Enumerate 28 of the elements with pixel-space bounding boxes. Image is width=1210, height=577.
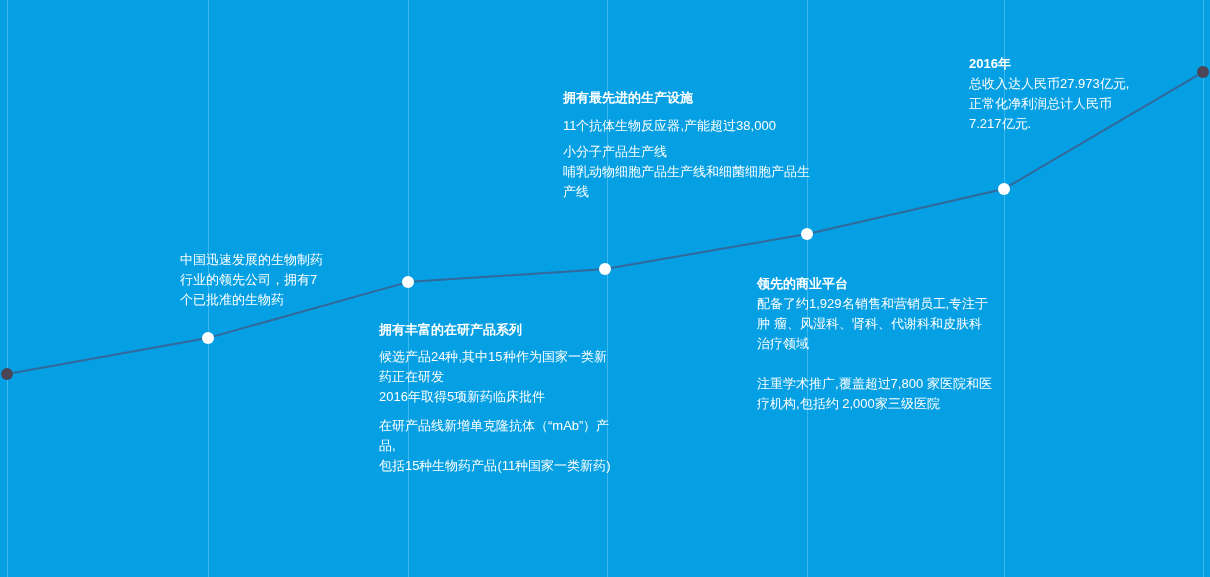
milestone-text: 11个抗体生物反应器,产能超过38,000 xyxy=(563,117,777,135)
milestone-text: 注重学术推广,覆盖超过7,800 家医院和医疗机构,包括约 2,000家三级医院 xyxy=(757,375,992,413)
milestone-text: 在研产品线新增单克隆抗体（“mAb”）产品, xyxy=(379,417,611,455)
milestone-text: 中国迅速发展的生物制药行业的领先公司，拥有7个已批准的生物药 xyxy=(180,251,324,309)
timeline-point xyxy=(202,332,214,344)
milestone-text: 2016年取得5项新药临床批件 xyxy=(379,388,547,406)
milestone-text: 候选产品24种,其中15种作为国家一类新药正在研发 xyxy=(379,348,608,386)
timeline-line xyxy=(609,234,803,269)
timeline-line xyxy=(413,268,600,283)
milestone-text: 总收入达人民币27.973亿元,正常化净利润总计人民币7.217亿元. xyxy=(969,75,1131,133)
timeline-point xyxy=(1197,66,1209,78)
timeline-point xyxy=(998,183,1010,195)
timeline-line xyxy=(1008,74,1199,187)
milestone-heading: 拥有最先进的生产设施 xyxy=(563,89,694,107)
timeline-point xyxy=(599,263,611,275)
timeline-point xyxy=(801,228,813,240)
milestone-text: 包括15种生物药产品(11种国家一类新药) xyxy=(379,457,612,475)
milestone-text: 哺乳动物细胞产品生产线和细菌细胞产品生产线 xyxy=(563,163,811,201)
timeline-line xyxy=(811,189,1000,234)
milestone-text: 配备了约1,929名销售和营销员工,专注于肿 瘤、风湿科、肾科、代谢科和皮肤科治疗领域 xyxy=(757,295,990,353)
milestone-heading: 领先的商业平台 xyxy=(757,275,849,293)
milestone-heading: 拥有丰富的在研产品系列 xyxy=(379,321,523,339)
timeline-line xyxy=(212,282,404,338)
milestone-text: 小分子产品生产线 xyxy=(563,143,668,161)
milestone-heading: 2016年 xyxy=(969,55,1012,73)
timeline-line xyxy=(11,338,204,374)
timeline-point xyxy=(1,368,13,380)
timeline-point xyxy=(402,276,414,288)
